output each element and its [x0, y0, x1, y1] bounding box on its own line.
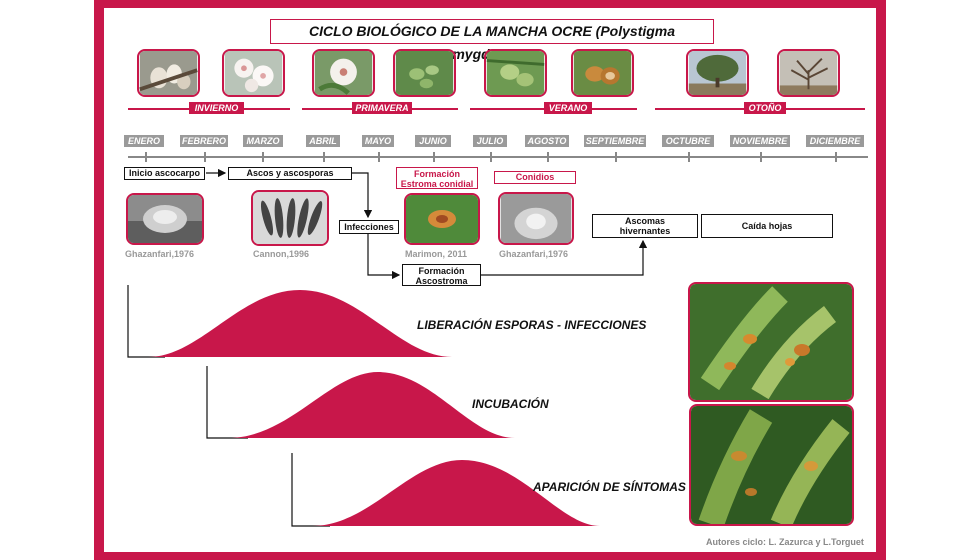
- credit-cannon: Cannon,1996: [253, 249, 310, 259]
- month-junio: JUNIO: [415, 135, 451, 147]
- month-febrero: FEBRERO: [180, 135, 228, 147]
- curve-axes-2: [206, 366, 248, 439]
- stage-conidios: Conidios: [494, 171, 576, 184]
- photo-ascocarp-micrograph: [126, 193, 204, 245]
- timeline-tick: [547, 152, 549, 162]
- curve-incubacion: [228, 372, 515, 438]
- photo-winter-blossom: [222, 49, 285, 97]
- month-diciembre: DICIEMBRE: [806, 135, 864, 147]
- month-agosto: AGOSTO: [525, 135, 569, 147]
- credit-ghazanfari-2: Ghazanfari,1976: [499, 249, 569, 259]
- timeline-tick: [145, 152, 147, 162]
- photo-spring-flower: [312, 49, 375, 97]
- season-label-winter: INVIERNO: [189, 102, 244, 114]
- curve-aparicion-sintomas: [312, 460, 600, 526]
- photo-conidia-micrograph: [498, 192, 574, 245]
- timeline-tick: [490, 152, 492, 162]
- month-octubre: OCTUBRE: [662, 135, 714, 147]
- curve-label-liberacion: LIBERACIÓN ESPORAS - INFECCIONES: [417, 318, 647, 332]
- timeline-tick: [835, 152, 837, 162]
- authors-credit: Autores ciclo: L. Zazurca y L.Torguet: [706, 537, 864, 547]
- timeline-tick: [262, 152, 264, 162]
- stage-caida-hojas: Caída hojas: [701, 214, 833, 238]
- credit-marimon: Marimon, 2011: [405, 249, 468, 259]
- stage-estroma-conidial: Formación Estroma conidial: [396, 167, 478, 189]
- timeline-tick: [323, 152, 325, 162]
- month-abril: ABRIL: [306, 135, 340, 147]
- curve-label-sintomas: APARICIÓN DE SÍNTOMAS: [533, 480, 686, 494]
- credit-ghazanfari-1: Ghazanfari,1976: [125, 249, 195, 259]
- curve-axes-3: [291, 453, 330, 527]
- curve-label-incubacion: INCUBACIÓN: [472, 397, 549, 411]
- season-label-summer: VERANO: [544, 102, 592, 114]
- month-mayo: MAYO: [362, 135, 394, 147]
- photo-asci-micrograph: [251, 190, 329, 246]
- timeline-tick: [204, 152, 206, 162]
- photo-autumn-tree: [686, 49, 749, 97]
- stage-formacion-ascostroma: Formación Ascostroma: [402, 264, 481, 286]
- timeline-tick: [433, 152, 435, 162]
- month-enero: ENERO: [124, 135, 164, 147]
- arrow-ascostroma-to-ascomas: [481, 239, 648, 276]
- curve-axes-1: [127, 285, 165, 358]
- photo-summer-ripe-fruit: [571, 49, 634, 97]
- timeline-tick: [760, 152, 762, 162]
- photo-symptom-leaves-2: [689, 404, 854, 526]
- photo-autumn-bare-tree: [777, 49, 840, 97]
- curve-liberacion-esporas: [148, 290, 452, 357]
- timeline-tick: [688, 152, 690, 162]
- photo-summer-green-fruit: [484, 49, 547, 97]
- timeline-tick: [378, 152, 380, 162]
- photo-symptom-leaves-1: [688, 282, 854, 402]
- arrow-ascos-to-infecciones: [352, 172, 373, 219]
- stage-ascomas-hivernantes: Ascomas hivernantes: [592, 214, 698, 238]
- month-septiembre: SEPTIEMBRE: [584, 135, 646, 147]
- stage-ascos-ascosporas: Ascos y ascosporas: [228, 167, 352, 180]
- month-noviembre: NOVIEMBRE: [730, 135, 790, 147]
- season-label-autumn: OTOÑO: [744, 102, 786, 114]
- month-julio: JULIO: [473, 135, 507, 147]
- timeline-axis: [128, 156, 868, 158]
- photo-spring-fruit-set: [393, 49, 456, 97]
- arrow-infecciones-to-ascostroma: [367, 234, 401, 280]
- month-marzo: MARZO: [243, 135, 283, 147]
- timeline-tick: [615, 152, 617, 162]
- stage-infecciones: Infecciones: [339, 220, 399, 234]
- stage-inicio-ascocarpo: Inicio ascocarpo: [124, 167, 205, 180]
- season-label-spring: PRIMAVERA: [352, 102, 412, 114]
- photo-stroma-leaf: [404, 193, 480, 245]
- photo-winter-buds: [137, 49, 200, 97]
